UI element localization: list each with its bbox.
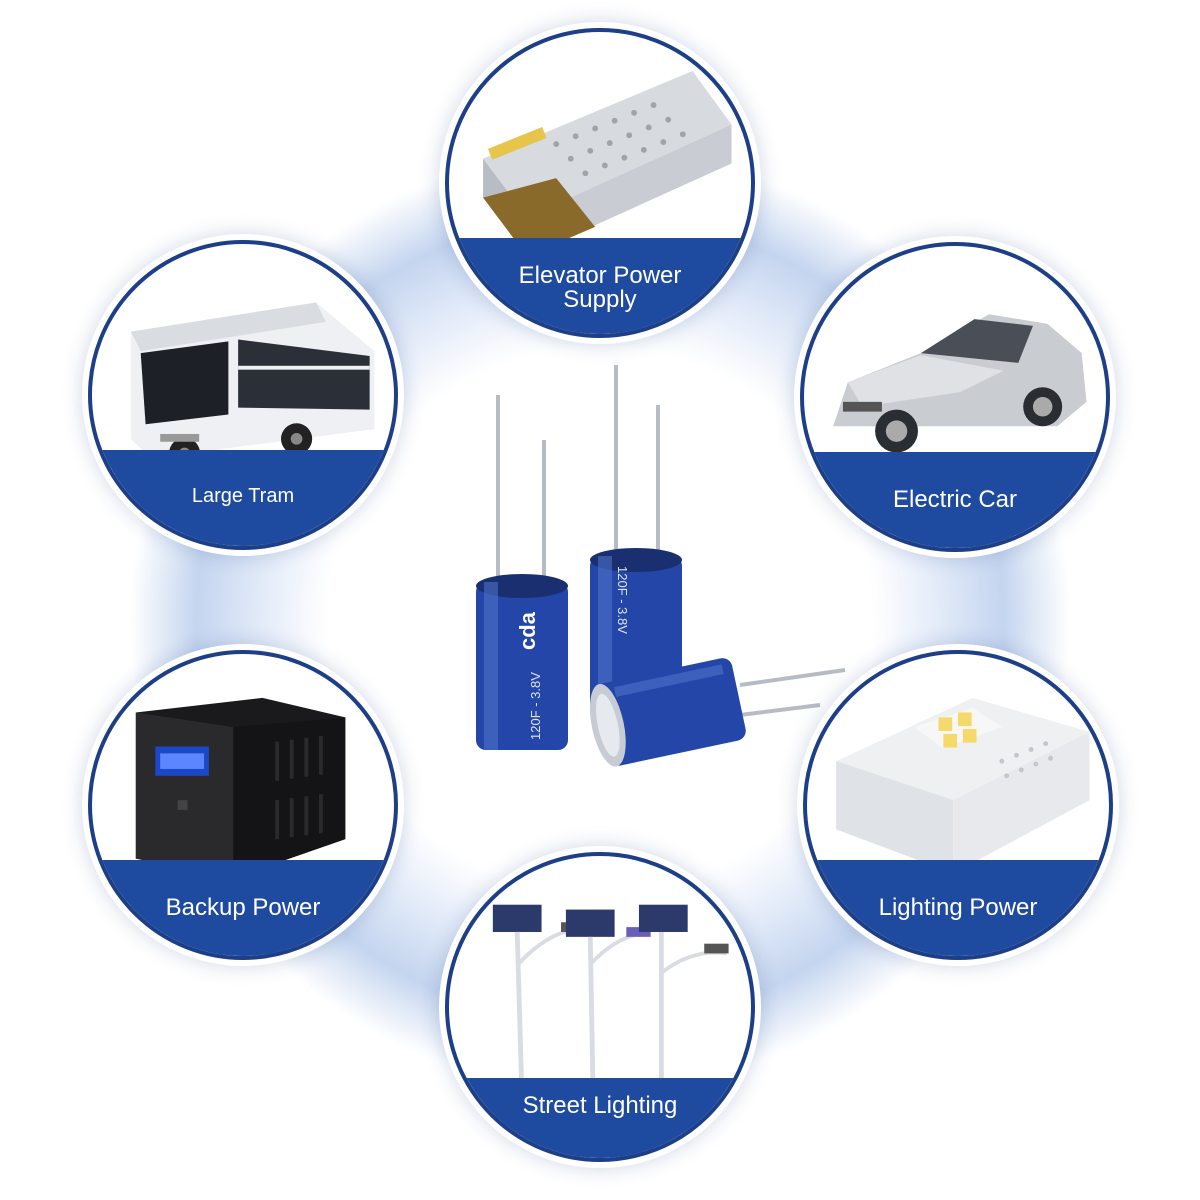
car-image <box>833 314 1087 453</box>
cap-rating-1: 120F - 3.8V <box>528 672 543 740</box>
label-band <box>804 452 1106 548</box>
label-electric-car: Electric Car <box>892 486 1018 513</box>
node-backup-power: Backup Power <box>88 650 398 960</box>
node-street-lighting: Street Lighting <box>445 852 755 1162</box>
label-elevator-line1: Elevator Power <box>518 262 682 289</box>
node-elevator-power-supply: Elevator Power Supply <box>445 28 755 338</box>
led-driver-image <box>836 697 1090 874</box>
ups-image <box>135 697 346 879</box>
label-large-tram: Large Tram <box>191 485 295 507</box>
label-band <box>449 238 751 334</box>
label-band <box>92 450 394 546</box>
supercapacitor-image: 120F - 3.8V 120F - 3.8V cda <box>476 365 846 767</box>
label-elevator-line2: Supply <box>563 286 637 313</box>
power-supply-image <box>483 70 732 257</box>
node-large-tram: Large Tram <box>88 240 398 550</box>
node-electric-car: Electric Car <box>800 242 1110 552</box>
label-street-lighting: Street Lighting <box>522 1092 678 1119</box>
label-lighting-power: Lighting Power <box>878 894 1038 921</box>
label-band <box>92 860 394 956</box>
bus-image <box>130 302 375 470</box>
node-lighting-power: Lighting Power <box>803 650 1113 960</box>
label-backup-power: Backup Power <box>165 894 321 921</box>
label-band <box>449 1078 751 1158</box>
label-band <box>807 860 1109 956</box>
cap-rating-2: 120F - 3.8V <box>615 566 630 634</box>
cap-brand-logo: cda <box>515 611 540 650</box>
